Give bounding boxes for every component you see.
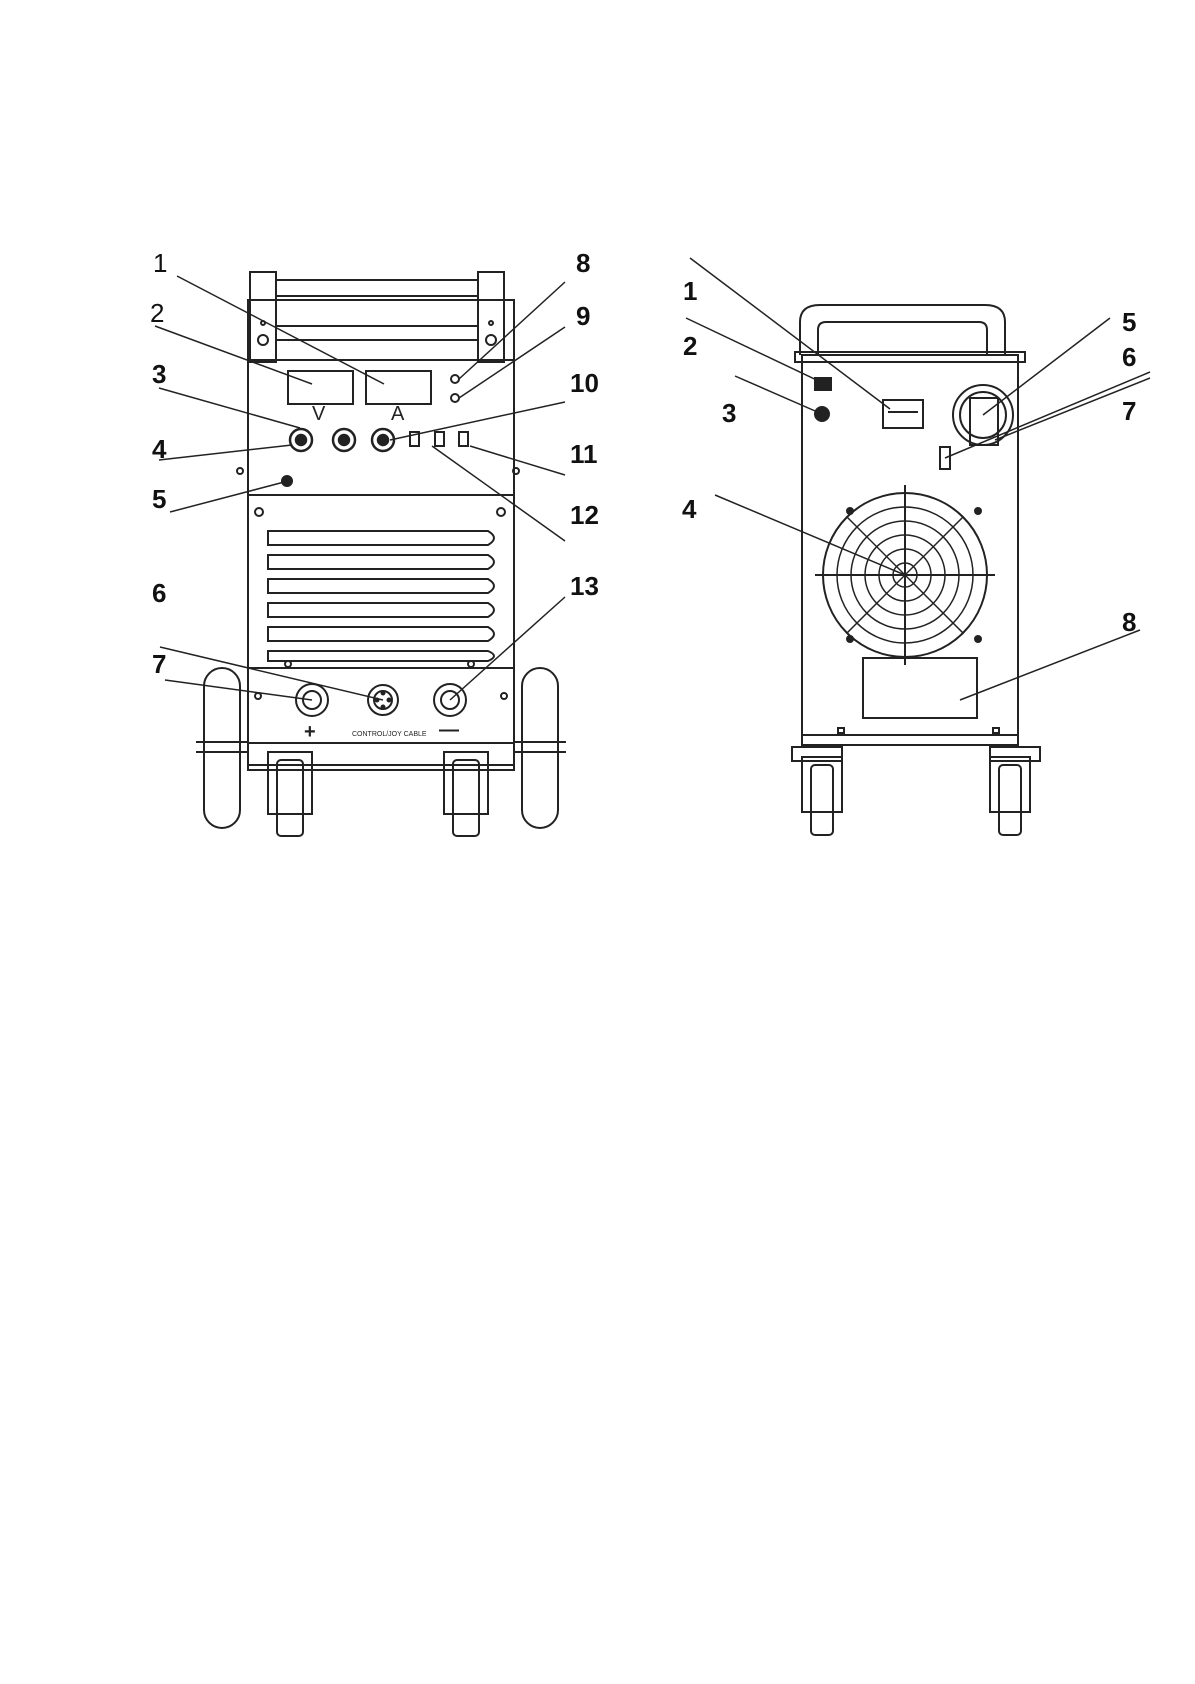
- rear-callout-8: 8: [1122, 607, 1136, 637]
- front-callout-1: 1: [153, 248, 167, 278]
- rear-nameplate: [863, 658, 977, 718]
- rear-handle: [800, 305, 1005, 355]
- front-callout-7: 7: [152, 649, 166, 679]
- front-knobs: [290, 429, 394, 451]
- meter-voltage-symbol: V: [312, 403, 326, 425]
- rear-body: [795, 352, 1025, 362]
- rear-callout-7: 7: [1122, 396, 1136, 426]
- ammeter-display: [366, 371, 431, 404]
- rear-main-breaker: [883, 400, 923, 428]
- meter-current-symbol: A: [391, 403, 405, 425]
- voltmeter-display: [288, 371, 353, 404]
- rear-leader-lines: [686, 258, 1150, 700]
- front-callout-10: 10: [570, 368, 599, 398]
- front-callout-4: 4: [152, 434, 167, 464]
- front-callout-3: 3: [152, 359, 166, 389]
- rear-callout-3: 3: [722, 398, 736, 428]
- rear-callout-5: 5: [1122, 307, 1136, 337]
- switch-2: [435, 432, 444, 446]
- rear-callout-4: 4: [682, 494, 697, 524]
- front-view: [155, 272, 566, 836]
- front-callout-9: 9: [576, 301, 590, 331]
- switch-3: [459, 432, 468, 446]
- front-callout-13: 13: [570, 571, 599, 601]
- rear-callout-2: 2: [683, 331, 697, 361]
- rear-casters: [792, 747, 1040, 835]
- front-callout-8: 8: [576, 248, 590, 278]
- front-callout-6: 6: [152, 578, 166, 608]
- rear-callout-1: 1: [683, 276, 697, 306]
- rear-text: 1 2 3 4 5 6 7 8: [682, 276, 1136, 637]
- connector-label: CONTROL/JOY CABLE: [352, 731, 427, 738]
- rear-callout-6: 6: [1122, 342, 1136, 372]
- indicator-led-power: [451, 375, 459, 383]
- front-callout-11: 11: [570, 439, 598, 469]
- front-vent-louvers: [268, 531, 494, 661]
- front-handle: [250, 272, 504, 362]
- rear-view: [686, 258, 1150, 835]
- front-callout-2: 2: [150, 298, 164, 328]
- indicator-led-alarm: [451, 394, 459, 402]
- negative-symbol: —: [439, 719, 459, 741]
- front-callout-5: 5: [152, 484, 166, 514]
- front-callout-12: 12: [570, 500, 599, 530]
- positive-symbol: +: [304, 721, 316, 743]
